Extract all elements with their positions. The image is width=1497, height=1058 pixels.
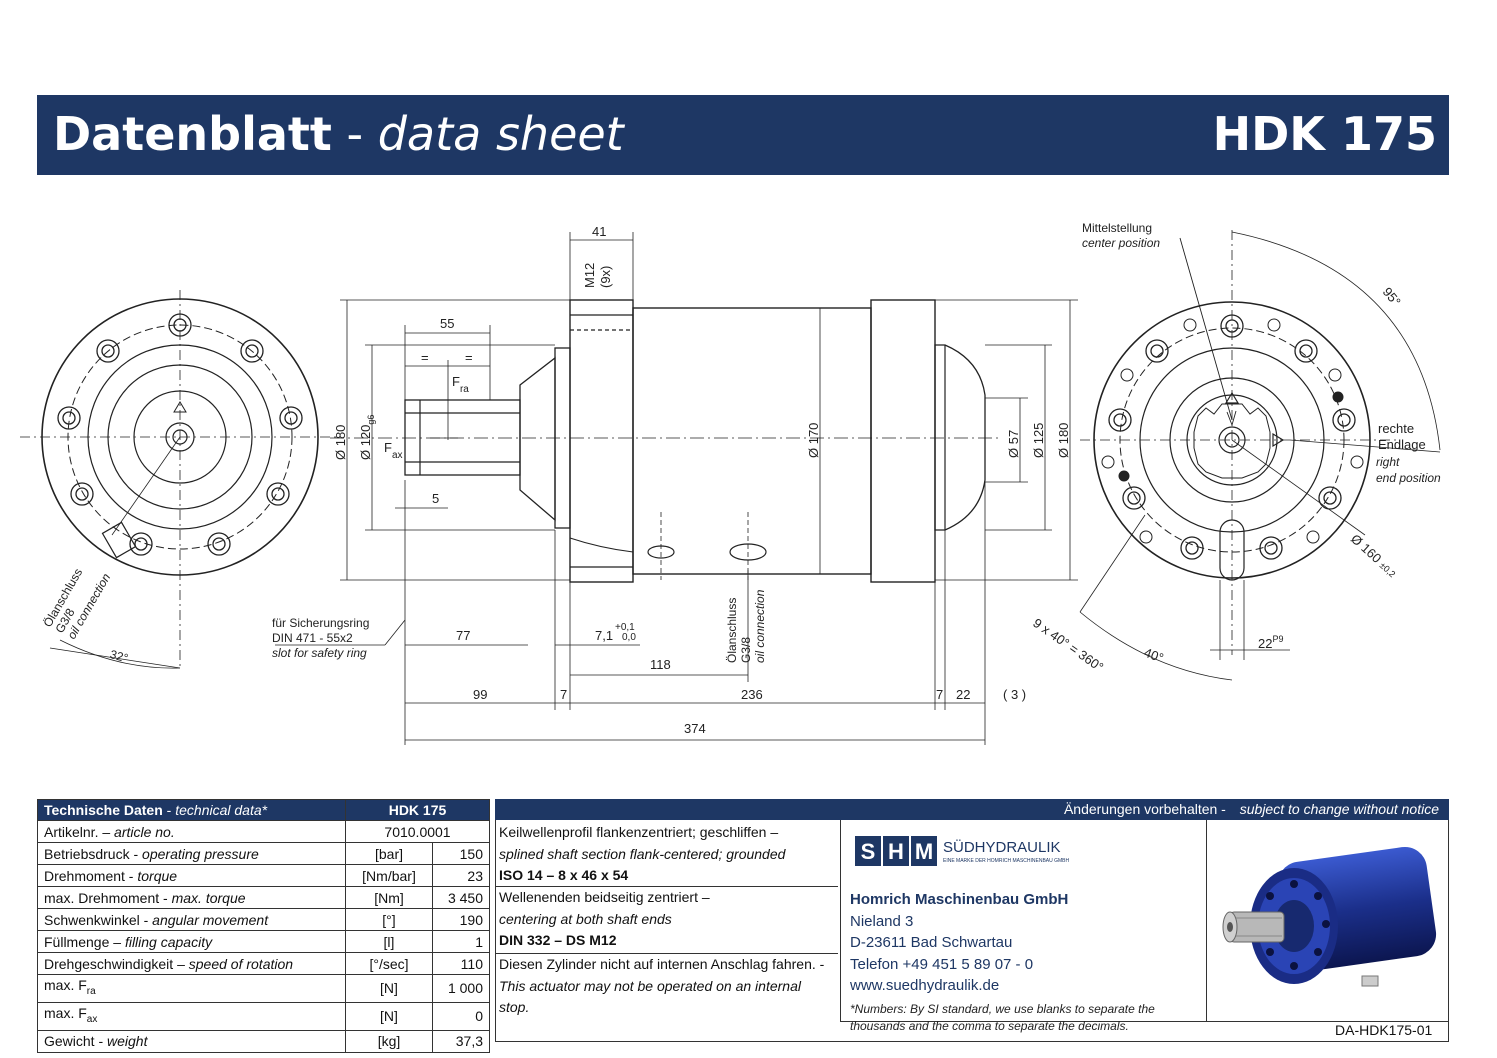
note-stop: Diesen Zylinder nicht auf internen Ansch… xyxy=(499,956,825,1015)
dim-118: 118 xyxy=(650,657,671,672)
spec-head-label: Technische Daten - technical data* xyxy=(37,799,346,821)
angle-32: 32° xyxy=(108,647,129,665)
company-address: Homrich Maschinenbau GmbH Nieland 3 D-23… xyxy=(850,889,1068,997)
dim-phi180-left: Ø 180 xyxy=(333,425,348,460)
notes-header: Änderungen vorbehalten - subject to chan… xyxy=(495,799,1449,820)
website-link[interactable]: www.suedhydraulik.de xyxy=(850,977,1000,994)
dim-eq-2: = xyxy=(465,350,473,365)
center-label-2: center position xyxy=(1082,236,1160,250)
dim-eq-1: = xyxy=(421,350,429,365)
safety-label-2: DIN 471 - 55x2 xyxy=(272,631,353,645)
spec-table: Technische Daten - technical data* HDK 1… xyxy=(37,799,490,1053)
dim-phi120: Ø 120g6 xyxy=(358,415,376,460)
safety-label-3: slot for safety ring xyxy=(272,646,367,660)
dim-fax: Fax xyxy=(384,440,403,461)
right-end-label-1: rechte xyxy=(1378,421,1414,436)
model-title: HDK 175 xyxy=(1212,107,1437,161)
company-logo: S H M SÜDHYDRAULIK EINE MARKE DER HOMRIC… xyxy=(855,836,1070,866)
document-id: DA-HDK175-01 xyxy=(1335,1022,1433,1038)
dim-22: 22 xyxy=(956,687,970,702)
header-banner: Datenblatt - data sheet HDK 175 xyxy=(37,95,1449,175)
dim-phi170: Ø 170 xyxy=(806,423,821,458)
table-row: Gewicht - weight [kg]37,3 xyxy=(37,1029,490,1053)
oil-label-mid-1: Ölanschluss xyxy=(725,598,739,663)
dim-m12: M12 xyxy=(582,263,597,288)
dim-3: ( 3 ) xyxy=(1003,687,1026,702)
technical-drawing: 32° Ölanschluss G3/8 oil connection xyxy=(20,221,1441,745)
dim-7-a: 7 xyxy=(560,687,567,702)
table-row: max. Fra [N]1 000 xyxy=(37,974,490,1003)
divider xyxy=(840,1021,1449,1022)
right-end-label-4: end position xyxy=(1376,471,1441,485)
table-row: Drehmoment - torque [Nm/bar]23 xyxy=(37,864,490,887)
angle-95: 95° xyxy=(1380,284,1404,309)
right-flange-view xyxy=(1079,230,1441,681)
angle-40: 40° xyxy=(1142,645,1166,666)
svg-text:M: M xyxy=(915,839,933,864)
dim-99: 99 xyxy=(473,687,487,702)
right-end-label-2: Endlage xyxy=(1378,437,1426,452)
spec-head-model: HDK 175 xyxy=(345,799,490,821)
oil-label-mid-2: G3/8 xyxy=(739,637,753,663)
dim-fra: Fra xyxy=(452,374,469,395)
dim-55: 55 xyxy=(440,316,454,331)
dim-phi180-right: Ø 180 xyxy=(1056,423,1071,458)
center-label-1: Mittelstellung xyxy=(1082,221,1152,235)
divider xyxy=(840,820,841,1022)
note-spline: Keilwellenprofil flankenzentriert; gesch… xyxy=(495,822,838,887)
footnote: *Numbers: By SI standard, we use blanks … xyxy=(850,1002,1155,1033)
table-row: Schwenkwinkel - angular movement [°]190 xyxy=(37,908,490,931)
safety-label-1: für Sicherungsring xyxy=(272,616,369,630)
dim-374: 374 xyxy=(684,721,706,736)
dim-7-1-tol-up: +0,1 xyxy=(615,622,635,633)
left-flange-view xyxy=(20,290,340,670)
dim-phi160: Ø 160 ±0,2 xyxy=(1348,531,1400,580)
dim-phi57: Ø 57 xyxy=(1006,430,1021,458)
dim-77: 77 xyxy=(456,628,470,643)
product-image xyxy=(1222,846,1437,987)
dim-7-b: 7 xyxy=(936,687,943,702)
dim-5: 5 xyxy=(432,491,439,506)
dim-phi125: Ø 125 xyxy=(1031,423,1046,458)
info-frame xyxy=(495,820,1449,1042)
svg-text:S: S xyxy=(861,839,876,864)
dim-41: 41 xyxy=(592,224,606,239)
table-row: max. Fax [N]0 xyxy=(37,1001,490,1031)
table-row: Drehgeschwindigkeit – speed of rotation … xyxy=(37,952,490,975)
dim-236: 236 xyxy=(741,687,763,702)
right-end-label-3: right xyxy=(1376,455,1400,469)
dim-m12-sub: (9x) xyxy=(598,266,613,288)
svg-text:H: H xyxy=(888,839,904,864)
side-view xyxy=(330,299,1000,583)
note-centering: Wellenenden beidseitig zentriert – cente… xyxy=(495,887,838,954)
table-row: Artikelnr. – article no. 7010.0001 xyxy=(37,820,490,843)
divider xyxy=(1206,820,1207,1022)
table-row: Füllmenge – filling capacity [l]1 xyxy=(37,930,490,953)
dim-22-p9: 22P9 xyxy=(1258,634,1283,651)
table-row: max. Drehmoment - max. torque [Nm]3 450 xyxy=(37,886,490,909)
svg-text:SÜDHYDRAULIK: SÜDHYDRAULIK xyxy=(943,838,1061,856)
dim-7-1-tol-lo: 0,0 xyxy=(622,632,636,643)
oil-label-mid-3: oil connection xyxy=(753,589,767,663)
notes-column: Keilwellenprofil flankenzentriert; gesch… xyxy=(495,822,838,1021)
svg-text:EINE MARKE DER HOMRICH MASCHIN: EINE MARKE DER HOMRICH MASCHINENBAU GMBH xyxy=(943,858,1070,864)
dim-7-1: 7,1 xyxy=(595,628,613,643)
table-row: Betriebsdruck - operating pressure [bar]… xyxy=(37,842,490,865)
page-title: Datenblatt - data sheet xyxy=(53,107,624,161)
